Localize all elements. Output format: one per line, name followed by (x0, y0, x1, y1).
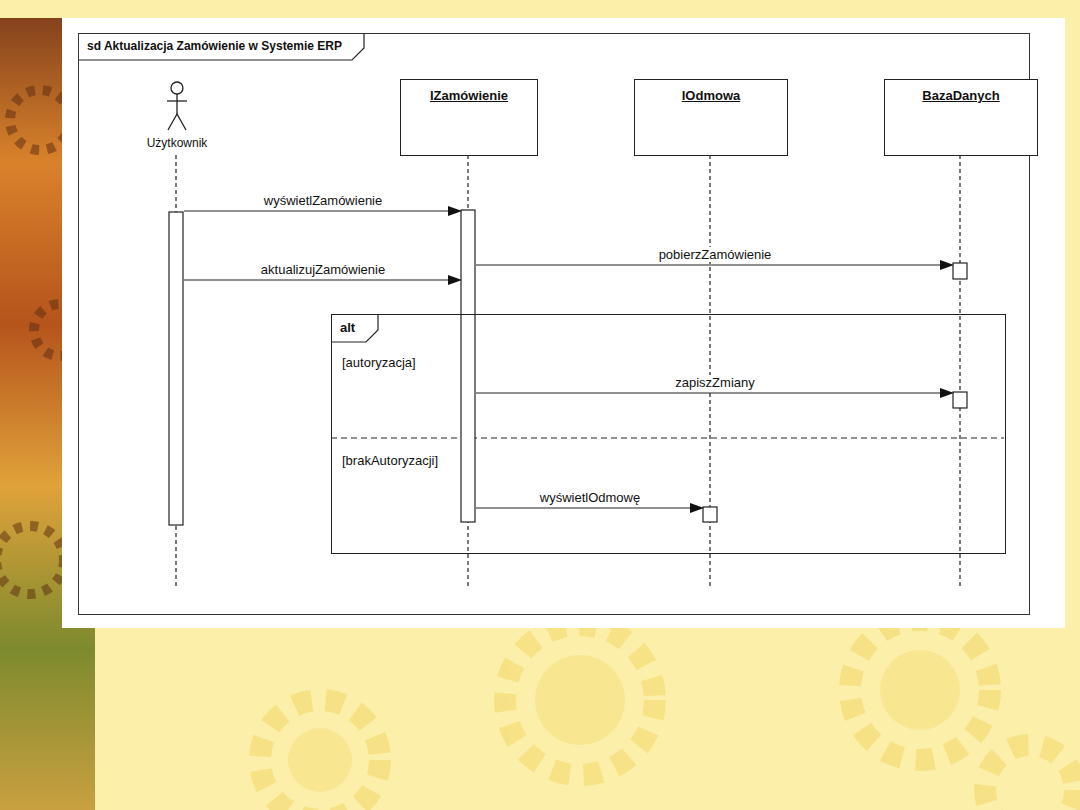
message-label: zapiszZmiany (673, 375, 756, 390)
arrowhead (448, 275, 462, 285)
activation-bar (461, 210, 475, 522)
message-line (184, 210, 448, 211)
message-label: wyświetlZamówienie (262, 193, 384, 208)
actor-figure (141, 76, 213, 132)
alt-fragment: alt [autoryzacja] [brakAutoryzacji] (331, 314, 1006, 554)
alt-divider (331, 437, 1004, 438)
lifeline-name: IZamówienie (401, 80, 537, 103)
actor: Użytkownik (141, 76, 213, 154)
actor-arms (167, 100, 187, 101)
actor-legs (168, 114, 186, 130)
message-line (476, 264, 940, 265)
activation-bar (953, 263, 967, 279)
message-line (476, 392, 940, 393)
lifeline-head: BazaDanych (884, 79, 1038, 156)
guard-condition: [autoryzacja] (342, 355, 416, 370)
activation-bar (703, 507, 717, 522)
arrowhead (940, 260, 954, 270)
guard-condition: [brakAutoryzacji] (342, 453, 438, 468)
lifeline-head: IOdmowa (634, 79, 788, 156)
actor-body (176, 94, 177, 114)
message-line (184, 279, 448, 280)
lifeline (959, 155, 960, 588)
lifeline-name: BazaDanych (885, 80, 1037, 103)
frame-title: sd Aktualizacja Zamówienie w Systemie ER… (79, 34, 350, 58)
arrowhead (940, 388, 954, 398)
activation-bar (169, 212, 183, 525)
message-label: pobierzZamówienie (657, 247, 774, 262)
arrowhead (690, 503, 704, 513)
diagram-frame: sd Aktualizacja Zamówienie w Systemie ER… (78, 33, 1030, 615)
lifeline-name: IOdmowa (635, 80, 787, 103)
fragment-operator: alt (332, 315, 363, 340)
actor-name: Użytkownik (147, 136, 208, 150)
activation-bar (953, 392, 967, 408)
stick-figure (167, 82, 187, 130)
message-line (476, 507, 690, 508)
lifeline-head: IZamówienie (400, 79, 538, 156)
operator-tab-outline (332, 315, 378, 342)
message-label: aktualizujZamówienie (259, 262, 387, 277)
operator-tab (332, 315, 380, 344)
actor-head (171, 82, 183, 94)
frame-tab-outline (79, 34, 364, 60)
message-label: wyświetlOdmowę (538, 490, 642, 505)
lifeline (709, 155, 710, 588)
arrowhead (448, 206, 462, 216)
